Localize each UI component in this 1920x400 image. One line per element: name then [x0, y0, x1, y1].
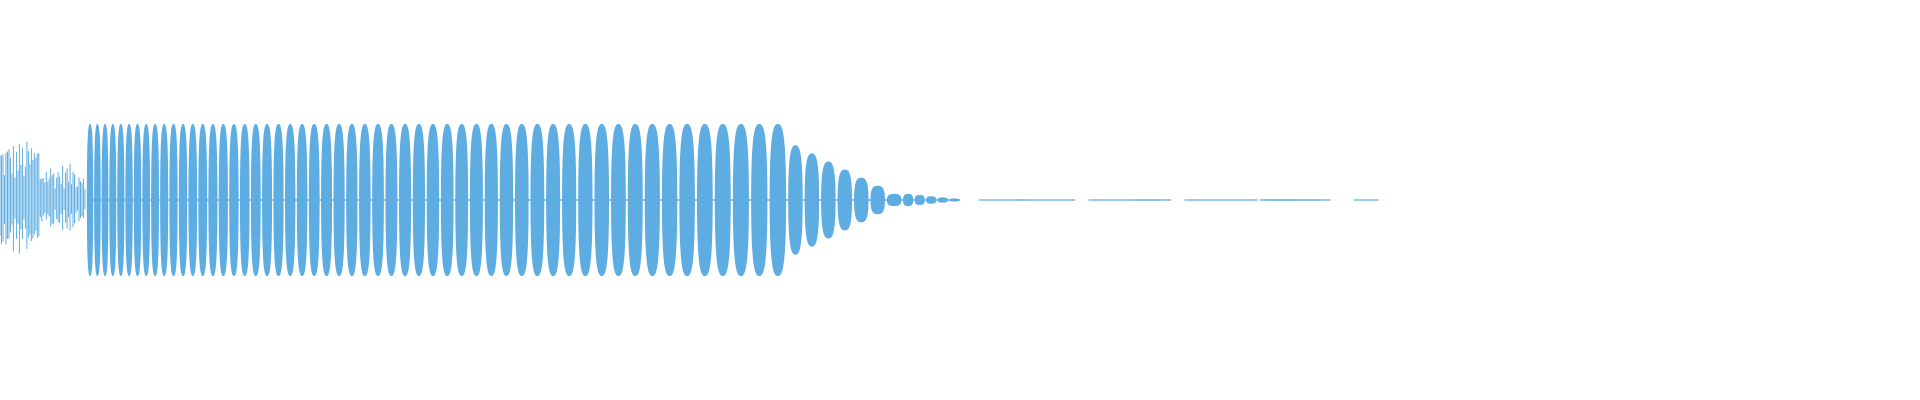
waveform-series [0, 124, 1379, 276]
